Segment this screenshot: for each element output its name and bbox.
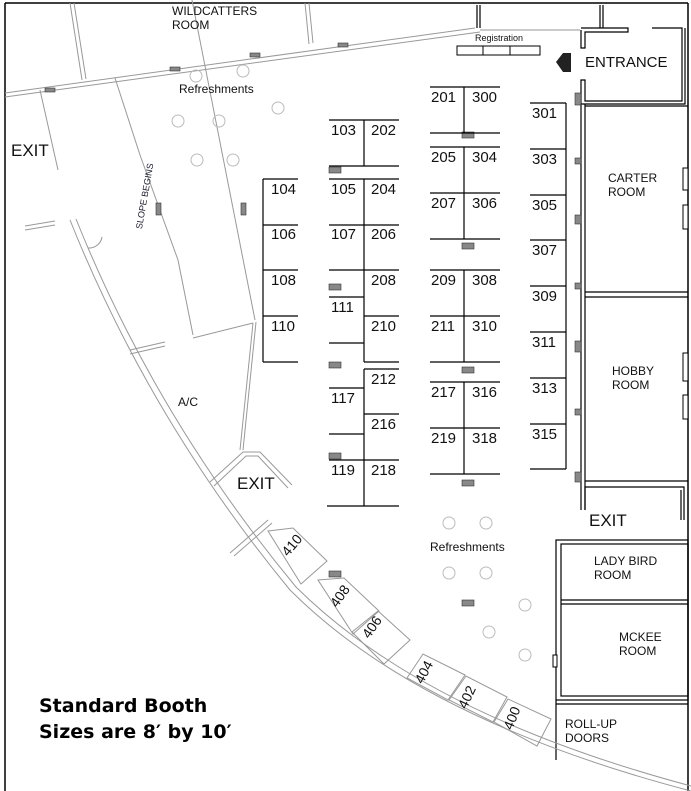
entrance-label: ENTRANCE (585, 54, 668, 71)
exit-label-middle: EXIT (237, 474, 275, 493)
exit-label-left: EXIT (11, 141, 49, 160)
booth-204[interactable]: 204 (371, 181, 397, 198)
booth-307[interactable]: 307 (532, 242, 558, 259)
booth-313[interactable]: 313 (532, 380, 558, 397)
booth-207[interactable]: 207 (431, 195, 457, 212)
booth-201[interactable]: 201 (431, 89, 457, 106)
registration-tables (456, 45, 541, 56)
booth-311[interactable]: 311 (532, 334, 556, 351)
booth-206[interactable]: 206 (371, 226, 397, 243)
booth-216[interactable]: 216 (371, 416, 397, 433)
note-line-1: Standard Booth (39, 695, 208, 717)
angled-booths (267, 527, 552, 747)
refreshment-tables (171, 64, 532, 662)
booth-309[interactable]: 309 (532, 288, 558, 305)
booth-104[interactable]: 104 (271, 181, 297, 198)
booth-315[interactable]: 315 (532, 426, 558, 443)
booth-209[interactable]: 209 (431, 272, 457, 289)
booth-size-note: Standard Booth Sizes are 8′ by 10′ (39, 693, 232, 745)
booth-318[interactable]: 318 (472, 430, 498, 447)
booth-219[interactable]: 219 (431, 430, 457, 447)
booth-210[interactable]: 210 (371, 318, 397, 335)
wildcatters-room-label: WILDCATTERS ROOM (172, 4, 258, 32)
booth-205[interactable]: 205 (431, 149, 457, 166)
booth-107[interactable]: 107 (331, 226, 357, 243)
booth-105[interactable]: 105 (331, 181, 357, 198)
booth-103[interactable]: 103 (331, 122, 357, 139)
side-doors (552, 167, 689, 668)
booth-218[interactable]: 218 (371, 462, 397, 479)
registration-label: Registration (475, 33, 524, 43)
lady-bird-room-label: LADY BIRD ROOM (594, 554, 658, 582)
booth-304[interactable]: 304 (472, 149, 498, 166)
booth-301[interactable]: 301 (532, 105, 558, 122)
mckee-room-label: MCKEE ROOM (619, 630, 662, 658)
curved-wall (24, 0, 691, 791)
booth-208[interactable]: 208 (371, 272, 397, 289)
refreshments-label-top: Refreshments (179, 82, 254, 96)
booth-217[interactable]: 217 (431, 384, 457, 401)
note-line-2: Sizes are 8′ by 10′ (39, 721, 232, 743)
booth-310[interactable]: 310 (472, 318, 498, 335)
wildcatters-walls (4, 2, 481, 336)
booth-306[interactable]: 306 (472, 195, 498, 212)
top-right-walls (476, 5, 689, 760)
booth-grid (262, 86, 567, 507)
booth-108[interactable]: 108 (271, 272, 297, 289)
booth-111[interactable]: 111 (331, 299, 354, 316)
booth-119[interactable]: 119 (331, 462, 355, 479)
ac-label: A/C (178, 395, 199, 409)
booth-303[interactable]: 303 (532, 151, 558, 168)
entrance-arrow-icon (556, 53, 571, 72)
refreshments-label-bottom: Refreshments (430, 540, 505, 554)
booth-212[interactable]: 212 (371, 371, 397, 388)
exit-label-right: EXIT (589, 511, 627, 530)
booth-202[interactable]: 202 (371, 122, 397, 139)
booth-305[interactable]: 305 (532, 197, 558, 214)
columns (44, 42, 582, 607)
booth-211[interactable]: 211 (431, 318, 455, 335)
booth-308[interactable]: 308 (472, 272, 498, 289)
booth-106[interactable]: 106 (271, 226, 297, 243)
roll-up-doors-label: ROLL-UP DOORS (565, 717, 618, 745)
booth-110[interactable]: 110 (271, 318, 295, 335)
booth-117[interactable]: 117 (331, 390, 355, 407)
booth-300[interactable]: 300 (472, 89, 498, 106)
booth-316[interactable]: 316 (472, 384, 498, 401)
hobby-room-label: HOBBY ROOM (612, 364, 655, 392)
carter-room-label: CARTER ROOM (608, 171, 658, 199)
